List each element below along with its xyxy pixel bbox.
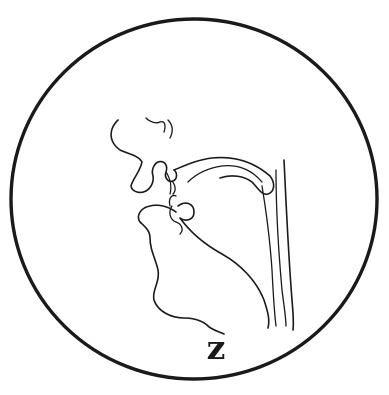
velum: [188, 166, 262, 182]
upper-lip: [146, 162, 177, 191]
phoneme-label: z: [194, 331, 238, 364]
pharynx-wall: [284, 160, 293, 330]
circle-frame: [11, 19, 377, 379]
lower-teeth: [169, 195, 176, 206]
lower-lip: [138, 205, 224, 334]
larynx-line: [262, 186, 276, 326]
tongue-tip: [170, 206, 182, 234]
pharynx-inner: [276, 170, 286, 326]
brow-fragment: [146, 118, 172, 138]
upper-teeth: [166, 172, 175, 194]
nose-profile: [111, 120, 146, 192]
palate: [174, 158, 274, 195]
tongue: [178, 203, 269, 328]
